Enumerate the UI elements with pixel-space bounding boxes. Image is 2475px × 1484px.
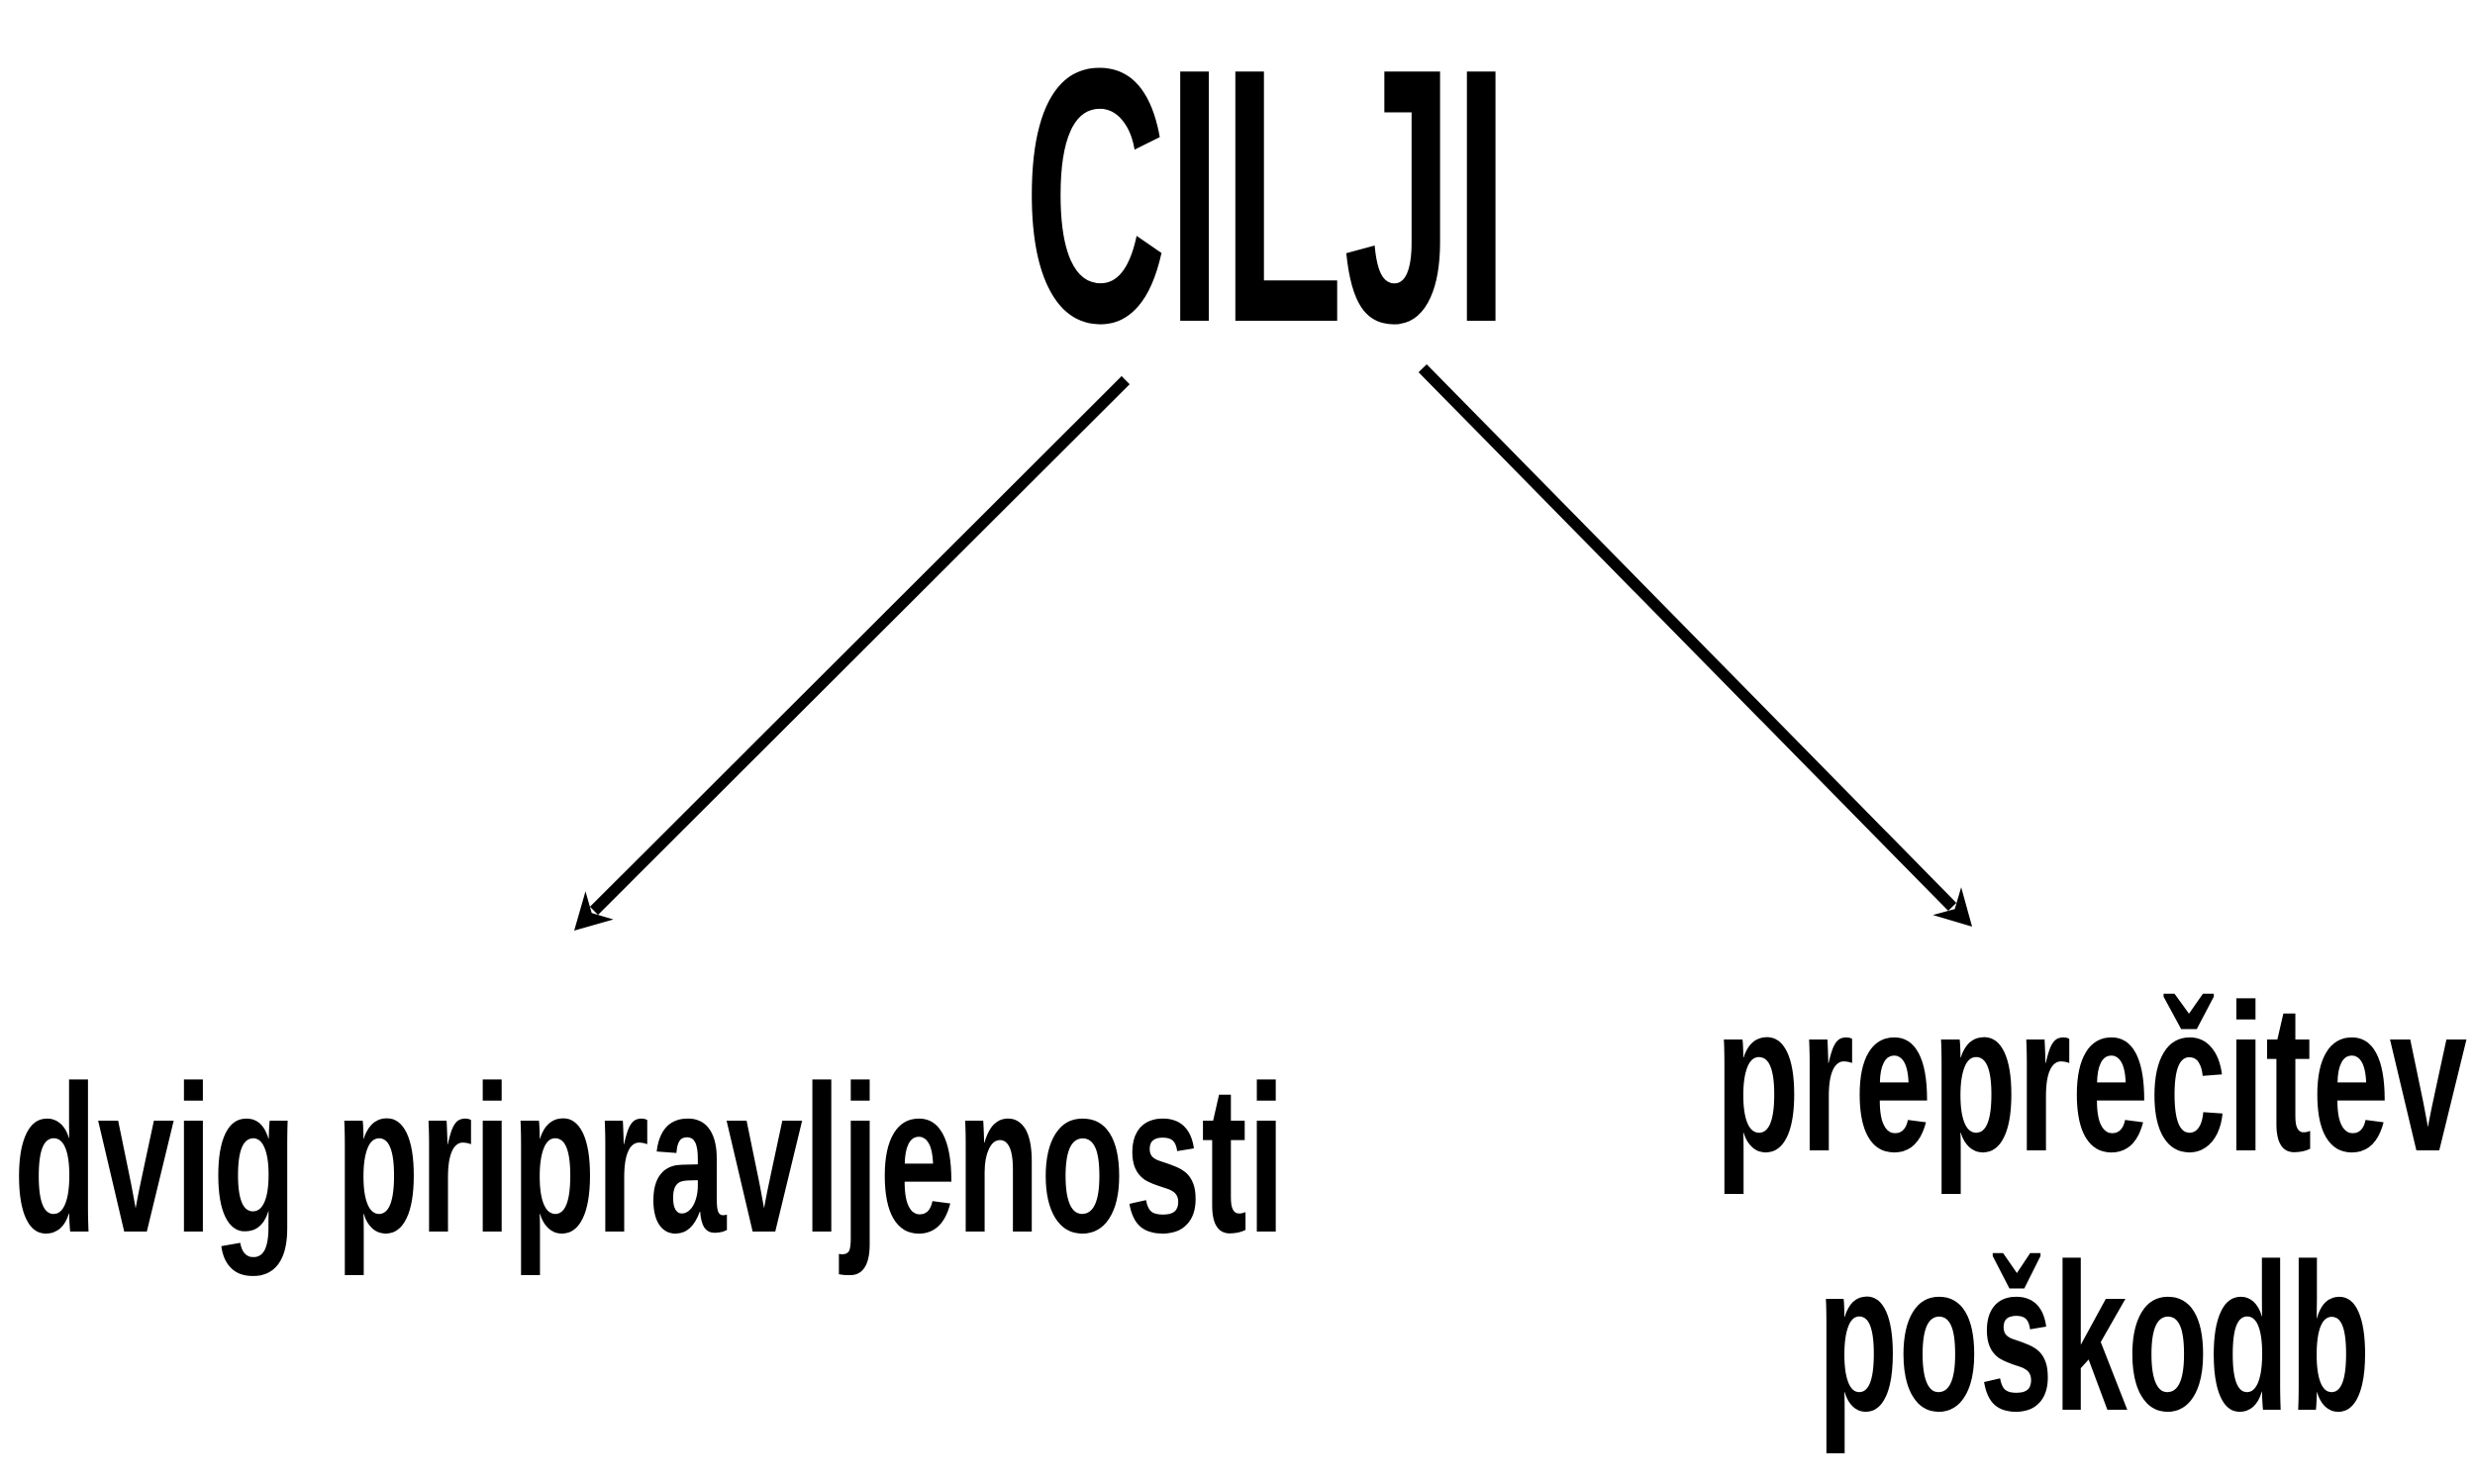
branch-label-right-line2: poškodb <box>1818 1220 2371 1454</box>
right-arrow <box>1418 363 1972 927</box>
branch-label-right-line1: preprečitev <box>1715 960 2467 1195</box>
left-arrow <box>574 375 1131 931</box>
branch-label-left: dvig pripravljenosti <box>14 1041 1286 1276</box>
left-arrowhead-icon <box>574 891 614 931</box>
diagram-title: CILJI <box>1024 0 1509 398</box>
right-arrowhead-icon <box>1932 887 1972 927</box>
right-arrow-line <box>1418 363 1957 912</box>
left-arrow-line <box>589 375 1131 916</box>
